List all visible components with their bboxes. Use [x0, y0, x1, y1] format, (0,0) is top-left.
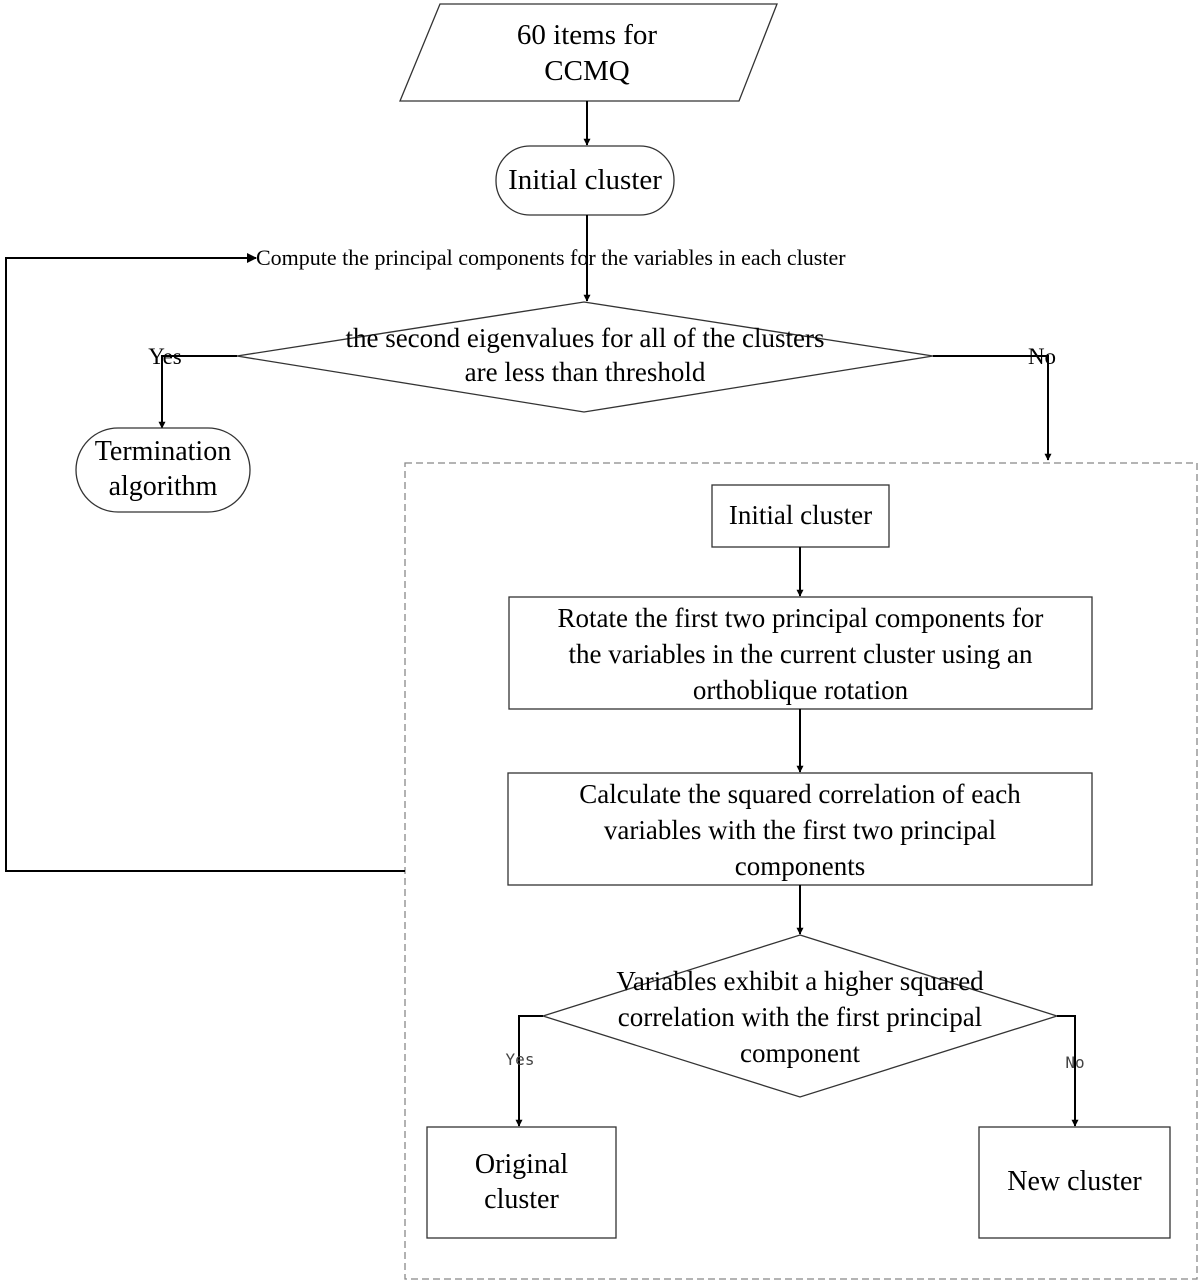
termination-terminal: [75, 427, 251, 513]
original-cluster-line1: Original: [474, 1149, 569, 1180]
eigen-decision-diamond: [236, 301, 934, 413]
initial-cluster-inner-label: Initial cluster: [728, 500, 873, 530]
original-cluster-line2: cluster: [484, 1184, 559, 1215]
termination-line1: Termination: [94, 436, 232, 467]
calculate-line1: Calculate the squared correlation of eac…: [579, 779, 1021, 809]
calculate-process-box: [507, 772, 1093, 886]
rotate-line2: the variables in the current cluster usi…: [568, 639, 1033, 669]
arrow-yes-to-termination: [158, 355, 237, 429]
eigen-decision-line2: are less than threshold: [464, 356, 706, 387]
input-parallelogram: [399, 3, 778, 102]
initial-cluster-terminal: [495, 145, 675, 216]
eigen-decision-line1: the second eigenvalues for all of the cl…: [345, 323, 825, 353]
initial-cluster-top-label: Initial cluster: [508, 164, 662, 196]
arrow-inner-no: [1057, 1015, 1079, 1127]
calculate-label: Calculate the squared correlation of eac…: [508, 776, 1092, 884]
variables-decision-line1: Variables exhibit a higher squared: [616, 966, 984, 996]
input-label-line2: CCMQ: [544, 55, 630, 88]
termination-line2: algorithm: [108, 471, 218, 502]
new-cluster-label: New cluster: [1007, 1166, 1142, 1197]
original-cluster-box: [426, 1126, 617, 1239]
rotate-label: Rotate the first two principal component…: [509, 600, 1092, 708]
variables-decision-line3: component: [740, 1038, 860, 1068]
initial-cluster-inner-box: [711, 484, 890, 548]
loop-back-arrow: [5, 253, 405, 872]
original-cluster-label: Original cluster: [427, 1147, 616, 1217]
termination-label: Termination algorithm: [76, 434, 250, 504]
rotate-line1: Rotate the first two principal component…: [557, 603, 1044, 633]
calculate-line2: variables with the first two principal: [603, 815, 997, 845]
no-outer-label: No: [1027, 344, 1057, 369]
variables-decision-label: Variables exhibit a higher squared corre…: [560, 963, 1040, 1071]
arrow-inner-yes: [515, 1015, 543, 1127]
yes-outer-label: Yes: [148, 344, 182, 369]
new-cluster-box: [978, 1126, 1171, 1239]
yes-inner-label: Yes: [505, 1050, 535, 1069]
variables-decision-diamond: [540, 934, 1060, 1098]
rotate-process-box: [508, 596, 1093, 710]
arrow-no-to-group: [933, 355, 1052, 461]
input-label: 60 items for CCMQ: [460, 17, 714, 90]
calculate-line3: components: [734, 851, 866, 881]
no-inner-label: No: [1065, 1053, 1085, 1072]
variables-decision-line2: correlation with the first principal: [617, 1002, 983, 1032]
rotate-line3: orthoblique rotation: [692, 675, 909, 705]
compute-pc-label: Compute the principal components for the…: [256, 245, 846, 270]
eigen-decision-label: the second eigenvalues for all of the cl…: [300, 322, 870, 390]
input-label-line1: 60 items for: [516, 19, 658, 51]
